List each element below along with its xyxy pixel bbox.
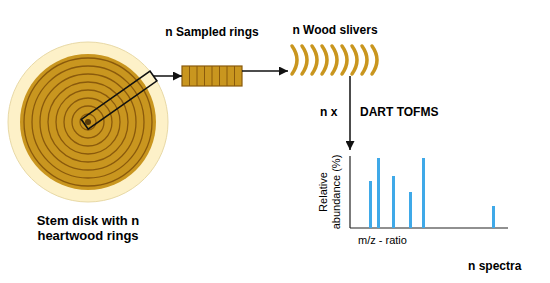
divider: [212, 66, 213, 86]
spectrum-peaks: [369, 158, 495, 228]
wood-slivers: n Wood slivers: [288, 44, 382, 76]
divider: [197, 66, 198, 86]
peak: [392, 176, 395, 228]
peak: [422, 158, 425, 228]
annual-rings: [24, 58, 152, 186]
sliver: [322, 46, 327, 74]
ring: [40, 74, 136, 170]
sampled-rings: n Sampled rings: [182, 66, 242, 86]
method-label: DART TOFMS: [360, 106, 438, 120]
sliver: [312, 46, 317, 74]
slivers-label: n Wood slivers: [292, 24, 377, 38]
flow-connector-group: [153, 76, 182, 77]
stem-disk-drawing: [8, 42, 168, 202]
spectrum-drawing: [350, 156, 508, 228]
sliver: [302, 46, 307, 74]
sliver: [372, 46, 377, 74]
peak: [377, 158, 380, 228]
divider: [219, 66, 220, 86]
divider: [227, 66, 228, 86]
heartwood: [20, 54, 156, 190]
divider: [189, 66, 190, 86]
peak: [409, 192, 412, 228]
ring-dividers: [190, 66, 235, 86]
stem-disk: Stem disk with n heartwood rings: [8, 42, 168, 202]
flow-connector-group: [350, 76, 351, 150]
sliver: [362, 46, 367, 74]
ring: [48, 82, 128, 162]
y-axis-title: Relative abundance (%): [317, 149, 342, 235]
sampled-rings-drawing: [182, 66, 242, 86]
divider: [204, 66, 205, 86]
ring: [64, 98, 112, 146]
sliver: [352, 46, 357, 74]
peak: [369, 181, 372, 228]
ring: [24, 58, 152, 186]
ring-strip: [182, 66, 242, 86]
x-axis-title: m/z - ratio: [358, 234, 407, 247]
sliver: [332, 46, 337, 74]
disk-caption: Stem disk with n heartwood rings: [23, 214, 153, 244]
y-axis: [349, 156, 350, 228]
divider: [234, 66, 235, 86]
sliver: [342, 46, 347, 74]
pith: [85, 119, 91, 125]
mass-spectrum: Relative abundance (%)m/z - ration spect…: [318, 150, 508, 230]
rings-label: n Sampled rings: [165, 26, 258, 40]
x-axis: [350, 227, 508, 228]
peak: [492, 206, 495, 228]
spectra-label: n spectra: [468, 260, 521, 274]
wood-slivers-drawing: [292, 46, 377, 74]
ring: [32, 66, 144, 178]
flow-arrow: [153, 75, 182, 77]
sliver: [292, 46, 297, 74]
sample-strip: [81, 71, 157, 129]
flow-connector-group: [242, 71, 288, 72]
flow-arrow: [349, 76, 351, 150]
repeat-label: n x: [320, 106, 337, 120]
sapwood-rim: [8, 42, 168, 202]
flow-arrow: [242, 70, 288, 72]
